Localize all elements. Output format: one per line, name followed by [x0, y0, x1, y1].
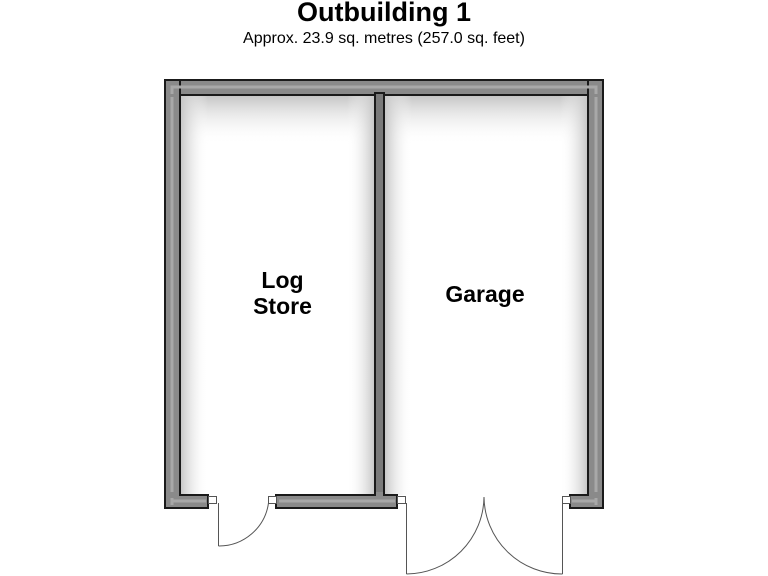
log-store-door: [218, 502, 269, 547]
wall-joins: [166, 94, 602, 498]
room-label-garage: Garage: [445, 281, 525, 307]
garage-room: [384, 95, 588, 495]
room-label-log-store: Log Store: [210, 267, 355, 319]
plan-title: Outbuilding 1: [297, 0, 471, 27]
wall-bevel: [170, 85, 598, 505]
room-label-line2: Store: [253, 293, 312, 319]
door-jambs: [208, 496, 571, 504]
log-store-room: [180, 95, 375, 495]
garage-double-door: [406, 496, 563, 575]
plan-area-subtitle: Approx. 23.9 sq. metres (257.0 sq. feet): [243, 30, 525, 47]
wall-inner-edges: [179, 94, 589, 496]
room-label-line1: Log: [261, 267, 304, 293]
